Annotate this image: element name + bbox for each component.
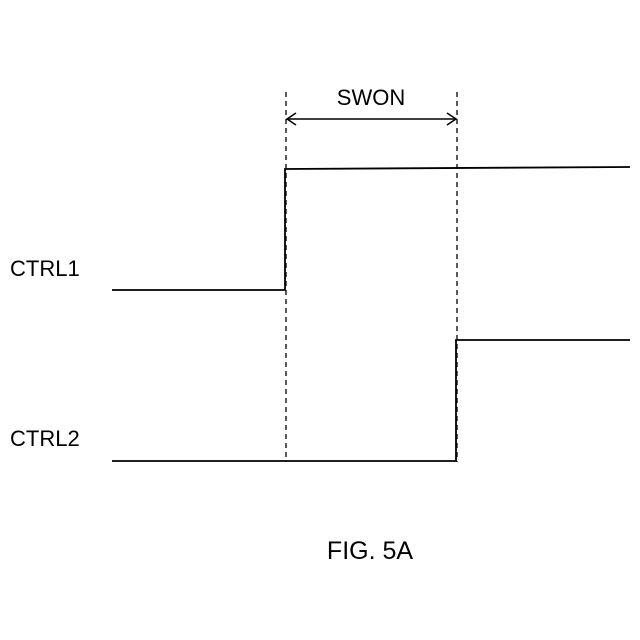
figure-caption: FIG. 5A	[327, 537, 413, 565]
signal-label-ctrl2: CTRL2	[10, 426, 80, 451]
signal-label-ctrl1: CTRL1	[10, 256, 80, 281]
ctrl1-waveform	[112, 167, 630, 290]
interval-label-swon: SWON	[337, 85, 405, 110]
ctrl2-waveform	[112, 340, 630, 461]
interval-arrow	[287, 113, 456, 125]
